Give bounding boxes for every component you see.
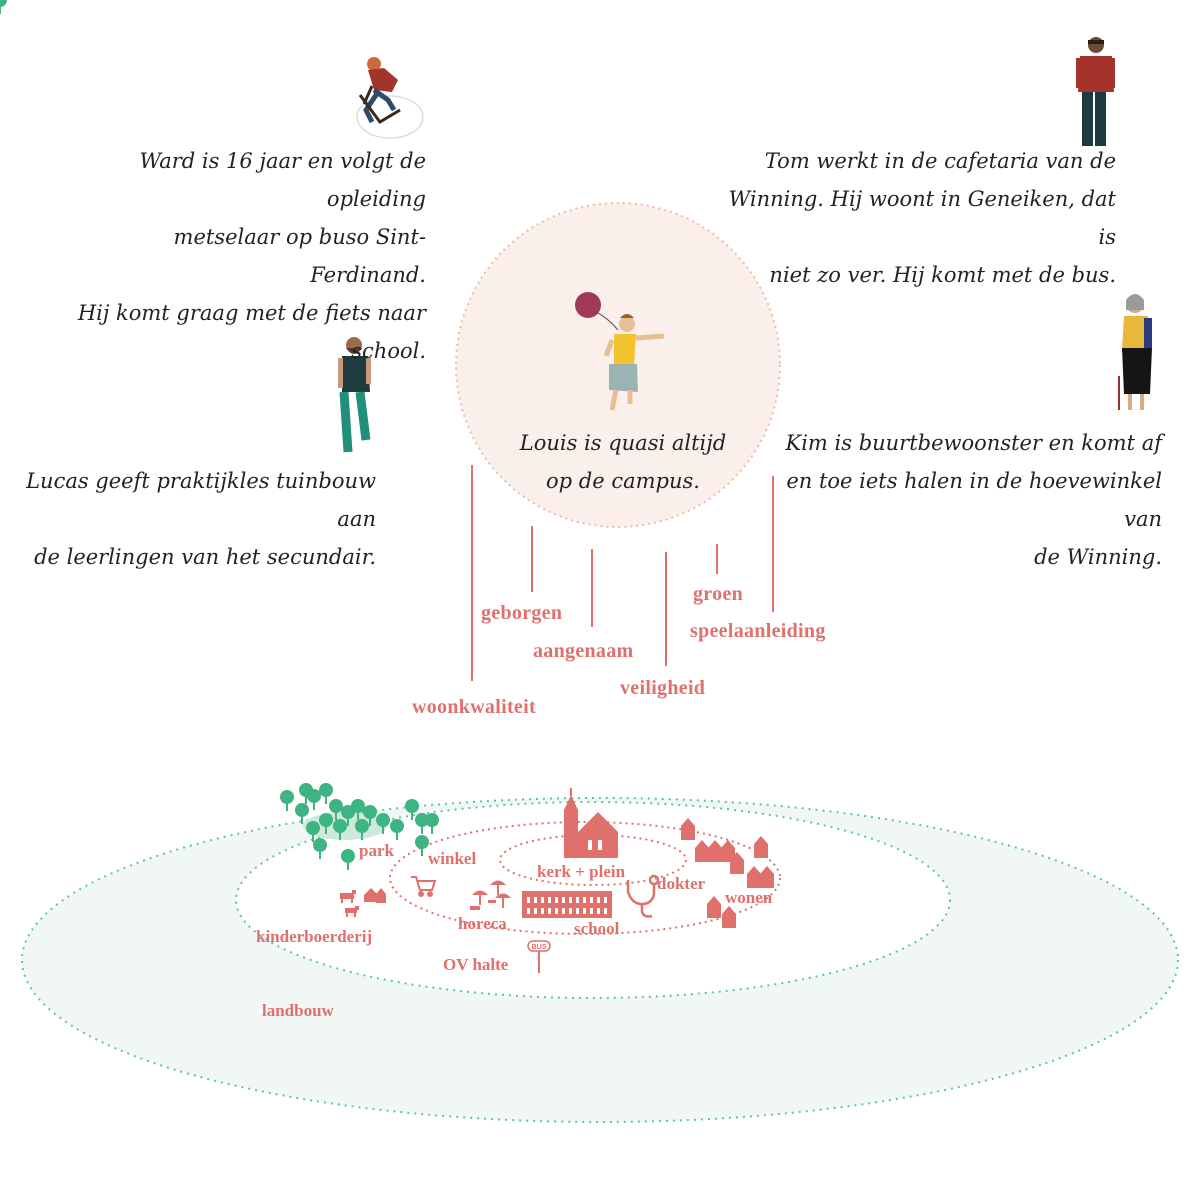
- child-with-balloon-icon: [575, 292, 665, 411]
- label-dokter: dokter: [657, 874, 706, 893]
- cyclist-icon: [356, 57, 424, 139]
- farm-animals-icon: [340, 888, 386, 917]
- connector-geborgen: [531, 526, 533, 592]
- kim-line-2: en toe iets halen in de hoevewinkel van: [786, 469, 1162, 531]
- ward-line-2: metselaar op buso Sint-Ferdinand.: [173, 225, 426, 287]
- connector-groen: [716, 544, 718, 574]
- louis-line-2: op de campus.: [546, 469, 700, 493]
- kim-line-1: Kim is buurtbewoonster en komt af: [785, 431, 1162, 455]
- woman-with-cane-icon: [1118, 294, 1152, 410]
- walking-man-icon: [338, 337, 371, 453]
- label-kinderboerderij: kinderboerderij: [256, 927, 372, 946]
- ward-line-4: school.: [351, 339, 426, 363]
- label-winkel: winkel: [428, 849, 476, 868]
- shopping-cart-icon: [411, 876, 437, 897]
- keyword-woonkwaliteit: woonkwaliteit: [412, 696, 536, 718]
- houses-icon: [681, 818, 774, 928]
- keyword-speelaanleiding: speelaanleiding: [690, 620, 826, 642]
- school-building-icon: [522, 891, 612, 918]
- tom-story: Tom werkt in de cafetaria van de Winning…: [720, 142, 1116, 294]
- park-trees-icon: [0, 0, 439, 870]
- ward-line-3: Hij komt graag met de fiets naar: [77, 301, 426, 325]
- lucas-line-1: Lucas geeft praktijkles tuinbouw aan: [26, 469, 376, 531]
- lucas-story: Lucas geeft praktijkles tuinbouw aan de …: [20, 462, 376, 576]
- keyword-aangenaam: aangenaam: [533, 640, 634, 662]
- connector-woonkwaliteit: [471, 465, 473, 681]
- label-park: park: [359, 841, 395, 860]
- horeca-umbrellas-icon: [470, 880, 511, 910]
- louis-story: Louis is quasi altijd op de campus.: [478, 424, 768, 500]
- bus-stop-icon: BUS: [527, 940, 551, 973]
- ward-story: Ward is 16 jaar en volgt de opleiding me…: [60, 142, 426, 370]
- connector-speelaanleiding: [772, 476, 774, 612]
- keyword-groen: groen: [693, 583, 744, 605]
- standing-man-icon: [1076, 37, 1115, 146]
- tom-line-3: niet zo ver. Hij komt met de bus.: [769, 263, 1116, 287]
- label-school: school: [574, 919, 620, 938]
- church-icon: [564, 788, 618, 858]
- label-horeca: horeca: [458, 914, 507, 933]
- louis-line-1: Louis is quasi altijd: [519, 431, 727, 455]
- keyword-veiligheid: veiligheid: [620, 677, 706, 699]
- lucas-line-2: de leerlingen van het secundair.: [34, 545, 376, 569]
- label-ov-halte: OV halte: [443, 955, 509, 974]
- keyword-geborgen: geborgen: [481, 602, 563, 624]
- tom-line-2: Winning. Hij woont in Geneiken, dat is: [728, 187, 1116, 249]
- label-landbouw: landbouw: [262, 1001, 335, 1020]
- ward-line-1: Ward is 16 jaar en volgt de opleiding: [139, 149, 426, 211]
- label-wonen: wonen: [725, 888, 773, 907]
- kim-story: Kim is buurtbewoonster en komt af en toe…: [770, 424, 1162, 576]
- bus-sign-label: BUS: [532, 944, 547, 951]
- connector-aangenaam: [591, 549, 593, 627]
- tom-line-1: Tom werkt in de cafetaria van de: [764, 149, 1116, 173]
- connector-veiligheid: [665, 552, 667, 666]
- stethoscope-icon: [626, 874, 660, 918]
- kim-line-3: de Winning.: [1034, 545, 1162, 569]
- label-kerk-plein: kerk + plein: [537, 862, 626, 881]
